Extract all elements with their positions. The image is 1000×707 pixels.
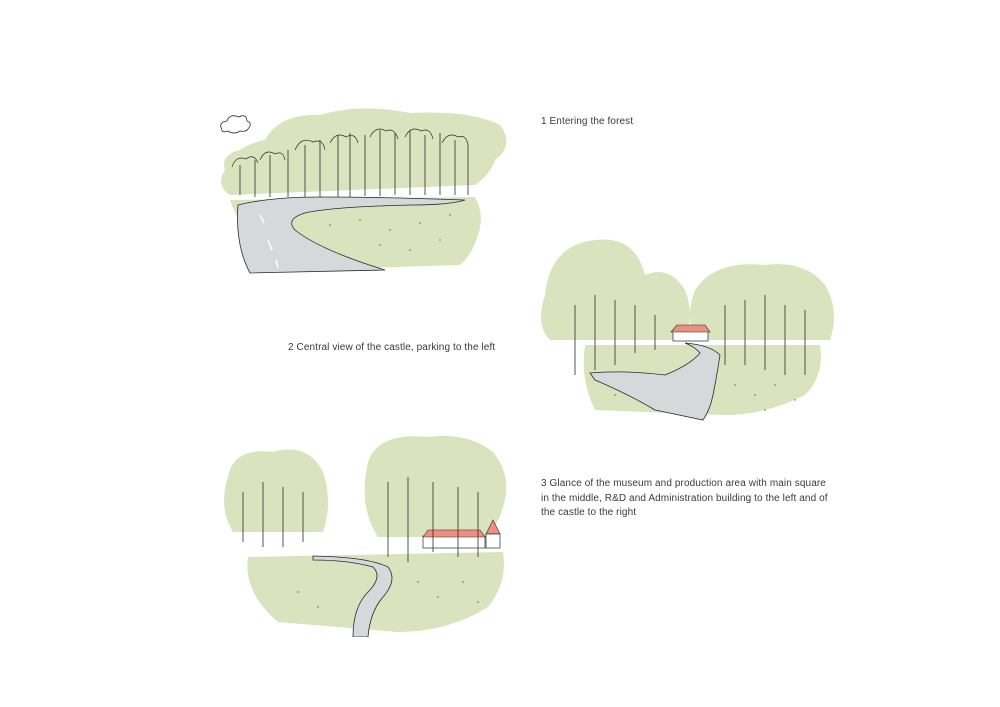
foliage-right xyxy=(364,436,507,537)
road xyxy=(237,196,466,274)
cloud-icon xyxy=(220,115,251,134)
castle-building xyxy=(422,519,501,549)
tree-trunks xyxy=(242,477,479,562)
castle-building xyxy=(670,324,711,342)
grass-dots xyxy=(614,384,796,411)
tree-trunks xyxy=(239,130,469,198)
castle-roof xyxy=(670,324,711,333)
caption-view-3: 3 Glance of the museum and production ar… xyxy=(541,478,828,518)
road xyxy=(589,342,721,421)
caption-view-2: 2 Central view of the castle, parking to… xyxy=(288,342,496,353)
foliage-right xyxy=(690,264,834,340)
foliage-canopy xyxy=(221,108,507,195)
grass-dots xyxy=(297,581,479,608)
castle-roof xyxy=(422,529,486,538)
sketch-entering-forest xyxy=(220,108,507,274)
caption-view-1: 1 Entering the forest xyxy=(541,116,634,127)
foliage-left xyxy=(224,449,328,532)
road xyxy=(312,555,393,637)
sketch-museum-production-area xyxy=(224,436,507,637)
tree-trunks xyxy=(574,295,806,375)
tree-crowns xyxy=(231,128,469,168)
foliage-left xyxy=(541,239,690,340)
grass-dots xyxy=(329,214,451,251)
road-markings xyxy=(259,214,279,269)
sketch-castle-central-view xyxy=(541,239,834,421)
